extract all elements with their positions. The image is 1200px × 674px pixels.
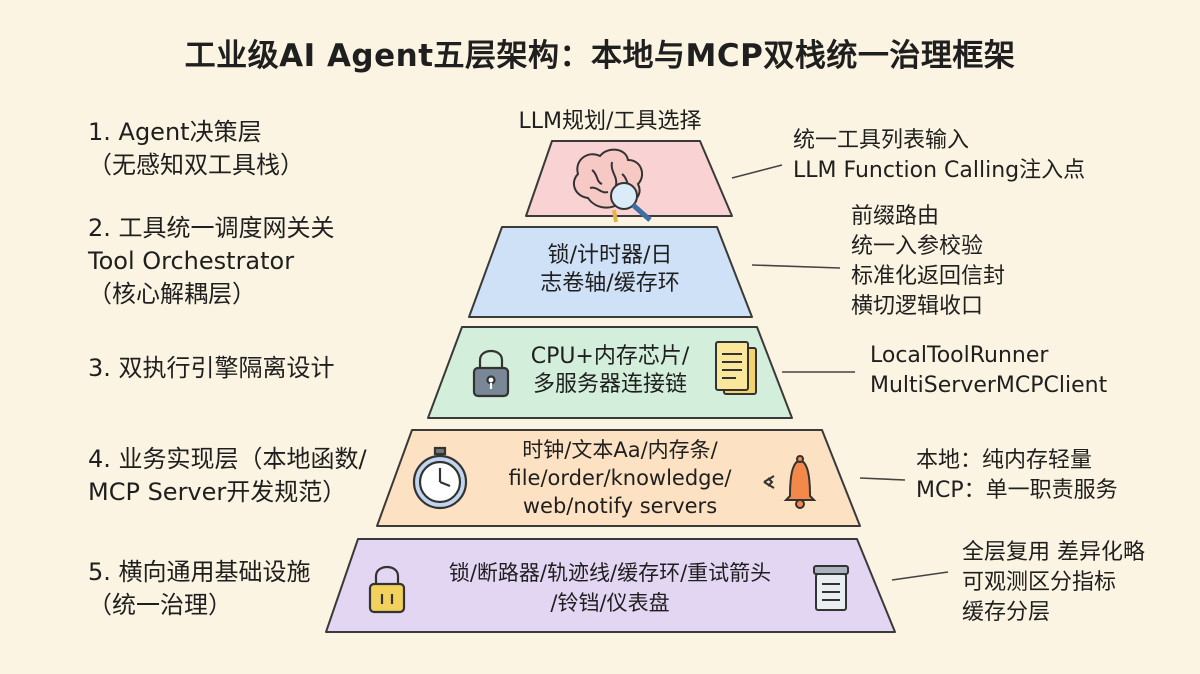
label-line: MCP Server开发规范） [88,478,347,506]
layer-3-center-text: CPU+内存芯片/ 多服务器连接链 [515,343,705,399]
center-line: 志卷轴/缓存环 [540,271,680,296]
center-line: /铃铛/仪表盘 [550,591,670,615]
layer-1-right-label: 统一工具列表输入 LLM Function Calling注入点 [793,126,1085,186]
label-line: 全层复用 差异化略 [962,540,1145,565]
layer-4-left-label: 4. 业务实现层（本地函数/ MCP Server开发规范） [88,443,367,509]
layer-5-shape [325,538,896,633]
label-line: （无感知双工具栈） [88,151,304,179]
label-line: （统一治理） [88,591,232,619]
label-line: 可观测区分指标 [962,570,1117,595]
connector-line-2 [751,264,841,269]
center-line: CPU+内存芯片/ [530,344,690,369]
label-line: 2. 工具统一调度网关关 [88,214,335,242]
label-line: 横切逻辑收口 [851,294,984,319]
center-line: web/notify servers [522,494,718,518]
label-line: 统一工具列表输入 [793,128,970,153]
connector-line-5 [891,571,949,581]
layer-3-right-label: LocalToolRunner MultiServerMCPClient [870,341,1107,401]
label-line: 统一入参校验 [851,234,984,259]
label-line: MCP：单一职责服务 [916,478,1118,503]
label-line: LocalToolRunner [870,343,1049,368]
center-line: 多服务器连接链 [532,372,687,397]
layer-3-left-label: 3. 双执行引擎隔离设计 [88,352,335,385]
padlock-icon [368,565,406,614]
top-caption: LLM规划/工具选择 [518,109,702,134]
layer-5-center-text: 锁/断路器/轨迹线/缓存环/重试箭头 /铃铛/仪表盘 [410,558,810,618]
connector-line-4 [859,477,906,481]
label-line: （核心解耦层） [88,280,256,308]
layer-1-left-label: 1. Agent决策层 （无感知双工具栈） [88,116,304,182]
label-line: Tool Orchestrator [88,247,295,275]
connector-line-1 [731,164,783,179]
page-title: 工业级AI Agent五层架构：本地与MCP双栈统一治理框架 [184,38,1016,74]
label-line: 3. 双执行引擎隔离设计 [88,354,335,382]
label-line: 5. 横向通用基础设施 [88,558,311,586]
document-stack-icon [715,341,757,395]
layer-2-left-label: 2. 工具统一调度网关关 Tool Orchestrator （核心解耦层） [88,212,335,311]
layer-4-center-text: 时钟/文本Aa/内存条/ file/order/knowledge/ web/n… [475,436,765,520]
server-icon [813,565,849,611]
layer-4-shape [376,429,861,527]
layer-3-shape [427,326,793,419]
layer-5-left-label: 5. 横向通用基础设施 （统一治理） [88,556,311,622]
label-line: MultiServerMCPClient [870,373,1108,398]
label-line: 前缀路由 [851,204,940,229]
layer-2-center-text: 锁/计时器/日 志卷轴/缓存环 [510,242,710,298]
layer-5-right-label: 全层复用 差异化略 可观测区分指标 缓存分层 [962,538,1145,628]
label-line: LLM Function Calling注入点 [793,158,1086,183]
bell-icon [763,455,817,509]
brain-search-icon [572,148,652,223]
label-line: 1. Agent决策层 [88,118,262,146]
layer-2-right-label: 前缀路由 统一入参校验 标准化返回信封 横切逻辑收口 [851,202,1005,322]
padlock-icon [472,349,510,398]
layer-2-shape [468,226,753,318]
center-line: 锁/断路器/轨迹线/缓存环/重试箭头 [448,561,772,585]
label-line: 缓存分层 [962,600,1051,625]
stopwatch-icon [412,446,468,510]
label-line: 本地：纯内存轻量 [916,448,1093,473]
center-line: 锁/计时器/日 [547,243,673,268]
label-line: 标准化返回信封 [851,264,1006,289]
center-line: file/order/knowledge/ [508,466,732,490]
layer-4-right-label: 本地：纯内存轻量 MCP：单一职责服务 [916,446,1118,506]
center-line: 时钟/文本Aa/内存条/ [522,438,718,462]
label-line: 4. 业务实现层（本地函数/ [88,445,367,473]
